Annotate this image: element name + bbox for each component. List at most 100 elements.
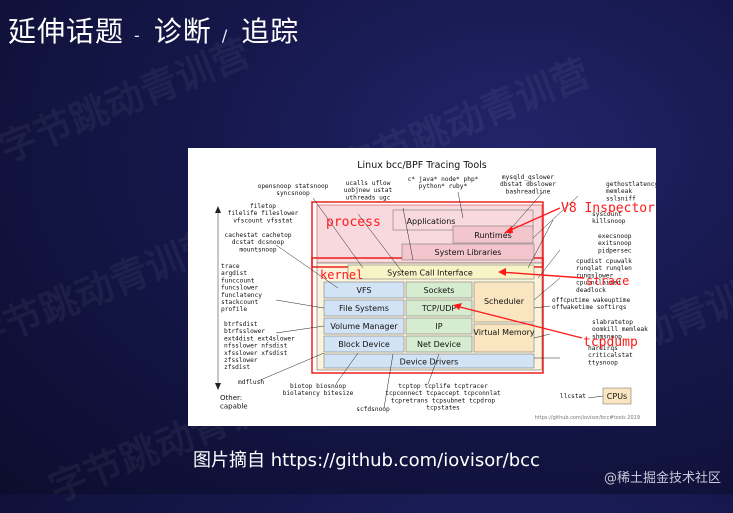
bcc-tracing-diagram: Linux bcc/BPF Tracing Tools Applications… [188, 148, 656, 426]
tool-name: biolatency bitesize [283, 390, 354, 397]
red-arrows [455, 207, 585, 339]
sockets-box [405, 281, 473, 299]
tool-name: exitsnoop [598, 240, 632, 247]
tool-name: uobjnew ustat [344, 187, 393, 194]
tool-name: btrfsdist [224, 321, 258, 328]
title-separator-1: - [134, 26, 140, 45]
tool-name: tcpretrans tcpsubnet tcpdrop [391, 397, 496, 404]
tcp-udp-box [405, 299, 473, 317]
tool-name: funclatency [221, 292, 262, 299]
tool-name: sslsniff [606, 195, 636, 202]
tool-name: dcstat dcsnoop [232, 239, 284, 246]
annotation-strace: strace [586, 274, 629, 288]
annotation-process: process [326, 215, 381, 230]
block-device-box [323, 335, 405, 353]
tool-name: killsnoop [592, 218, 626, 225]
tool-name: zfsslower [224, 357, 258, 364]
tool-name: cachestat cachetop [224, 232, 291, 239]
tool-name: mdflush [238, 379, 264, 386]
tool-name: runqlat runqlen [576, 265, 632, 272]
system-libraries-label: System Libraries [435, 248, 502, 257]
tool-name: offcputime wakeuptime [552, 297, 631, 304]
virtual-memory-label: Virtual Memory [473, 328, 534, 337]
tool-name: c* java* node* php* [408, 176, 479, 183]
tool-name: bashreadline [506, 188, 551, 195]
tool-name: opensnoop statsnoop [258, 183, 329, 190]
arrow-head-icon [498, 268, 506, 276]
tool-name: syscount [592, 211, 622, 218]
vfs-box [323, 281, 405, 299]
tool-name: vfscount vfsstat [233, 217, 293, 224]
tool-group-bottom-llc: llcstat [560, 393, 586, 400]
footer-watermark: @稀土掘金技术社区 [603, 471, 721, 486]
tool-name: memleak [606, 188, 632, 195]
arrow-down-icon [215, 383, 221, 390]
tool-group-top3: c* java* node* php*python* ruby* [408, 176, 479, 190]
runtimes-label: Runtimes [474, 231, 512, 240]
tool-name: llcstat [560, 393, 586, 400]
annotation-v8-inspector: V8 Inspector [561, 201, 655, 216]
figure-caption: 图片摘自 https://github.com/iovisor/bcc [193, 450, 540, 471]
bcc-diagram-svg: Linux bcc/BPF Tracing Tools Applications… [215, 160, 656, 421]
red-annotations: process kernel V8 Inspector strace tcpdu… [320, 201, 655, 350]
sockets-label: Sockets [424, 286, 455, 295]
applications-label: Applications [407, 217, 456, 226]
tool-group-other: Other:capable [220, 394, 248, 411]
tool-name: slabratetop [592, 319, 633, 326]
tool-name: cpudist cpuwalk [576, 258, 632, 265]
file-systems-label: File Systems [339, 304, 389, 313]
tool-name: capable [220, 403, 248, 411]
tool-name: argdist [221, 270, 247, 277]
tool-group-bottom-scsi: scfdsnoop [356, 406, 390, 413]
device-drivers-label: Device Drivers [400, 358, 459, 367]
tool-name: filelife fileslower [228, 210, 299, 217]
tool-name: biotop biosnoop [290, 383, 346, 390]
tool-name: filetop [250, 203, 276, 210]
tool-name: syncsnoop [276, 190, 310, 197]
tool-name: oomkill memleak [592, 326, 648, 333]
ip-label: IP [435, 322, 442, 331]
tool-name: Other: [220, 394, 242, 402]
virtual-memory-box [473, 323, 535, 353]
tool-name: cpuunclaimed [576, 280, 621, 287]
tool-pointer-lines [217, 191, 604, 409]
diagram-credit: https://github.com/iovisor/bcc#tools 201… [535, 415, 640, 421]
scheduler-box [473, 281, 535, 323]
diagram-title: Linux bcc/BPF Tracing Tools [357, 160, 487, 171]
tool-name: tcpconnect tcpaccept tcpconnlat [385, 390, 501, 397]
scheduler-label: Scheduler [484, 297, 525, 306]
annotation-tcpdump: tcpdump [583, 335, 638, 350]
title-part-2: 诊断 [153, 15, 212, 48]
syscall-interface-label: System Call Interface [387, 269, 473, 278]
tool-name: deadlock [576, 287, 606, 294]
title-part-3: 追踪 [241, 15, 300, 48]
tool-name: funcslower [221, 285, 259, 292]
tool-name: execsnoop [598, 233, 632, 240]
net-device-label: Net Device [417, 340, 461, 349]
title-separator-2: / [221, 26, 228, 45]
ip-box [405, 317, 473, 335]
tool-name: tcpstates [426, 405, 460, 412]
volume-manager-label: Volume Manager [330, 322, 398, 331]
tool-name: mysqld_qslower [502, 174, 554, 181]
title-part-1: 延伸话题 [8, 15, 125, 48]
vfs-label: VFS [356, 286, 371, 295]
syscall-interface-box [347, 264, 535, 280]
device-drivers-box [323, 353, 535, 369]
tool-name: offwaketime softirqs [552, 304, 627, 311]
runtimes-box [452, 225, 534, 244]
tool-name: ucalls uflow [346, 180, 391, 187]
